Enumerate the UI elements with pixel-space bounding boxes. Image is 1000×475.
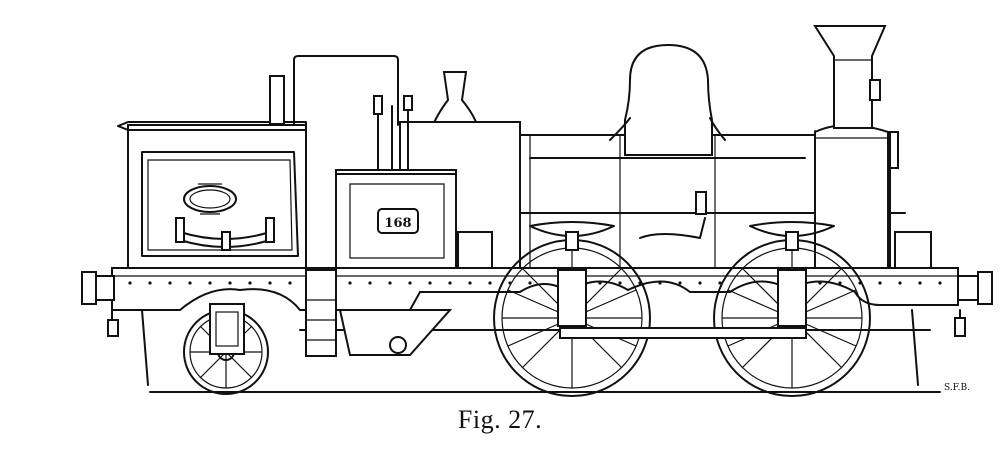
cab-roof-pipe: [293, 55, 399, 126]
injector-pipe: [639, 217, 706, 239]
figure-caption: Fig. 27.: [457, 405, 543, 434]
coupled-axlebox: [777, 269, 807, 327]
side-tank: 168: [335, 169, 457, 271]
rear-buffer: [81, 271, 119, 337]
cab-bunker: [117, 75, 307, 271]
coupled-spring: [749, 221, 835, 237]
company-nameplate: [183, 183, 237, 215]
artist-signature: S.F.B.: [944, 383, 970, 393]
footstep: [305, 269, 337, 357]
ashpan: [338, 309, 453, 356]
chimney: [813, 25, 887, 129]
driving-axlebox: [557, 269, 587, 327]
driving-spring: [529, 221, 615, 237]
engine-number: 168: [384, 216, 411, 231]
steam-dome: [624, 43, 713, 156]
front-buffer: [954, 271, 993, 337]
coupling-rod: [559, 327, 807, 339]
tool-box: [457, 231, 493, 271]
front-guard-iron: [911, 309, 919, 386]
rear-guard-iron: [141, 309, 149, 386]
front-box: [894, 231, 932, 271]
